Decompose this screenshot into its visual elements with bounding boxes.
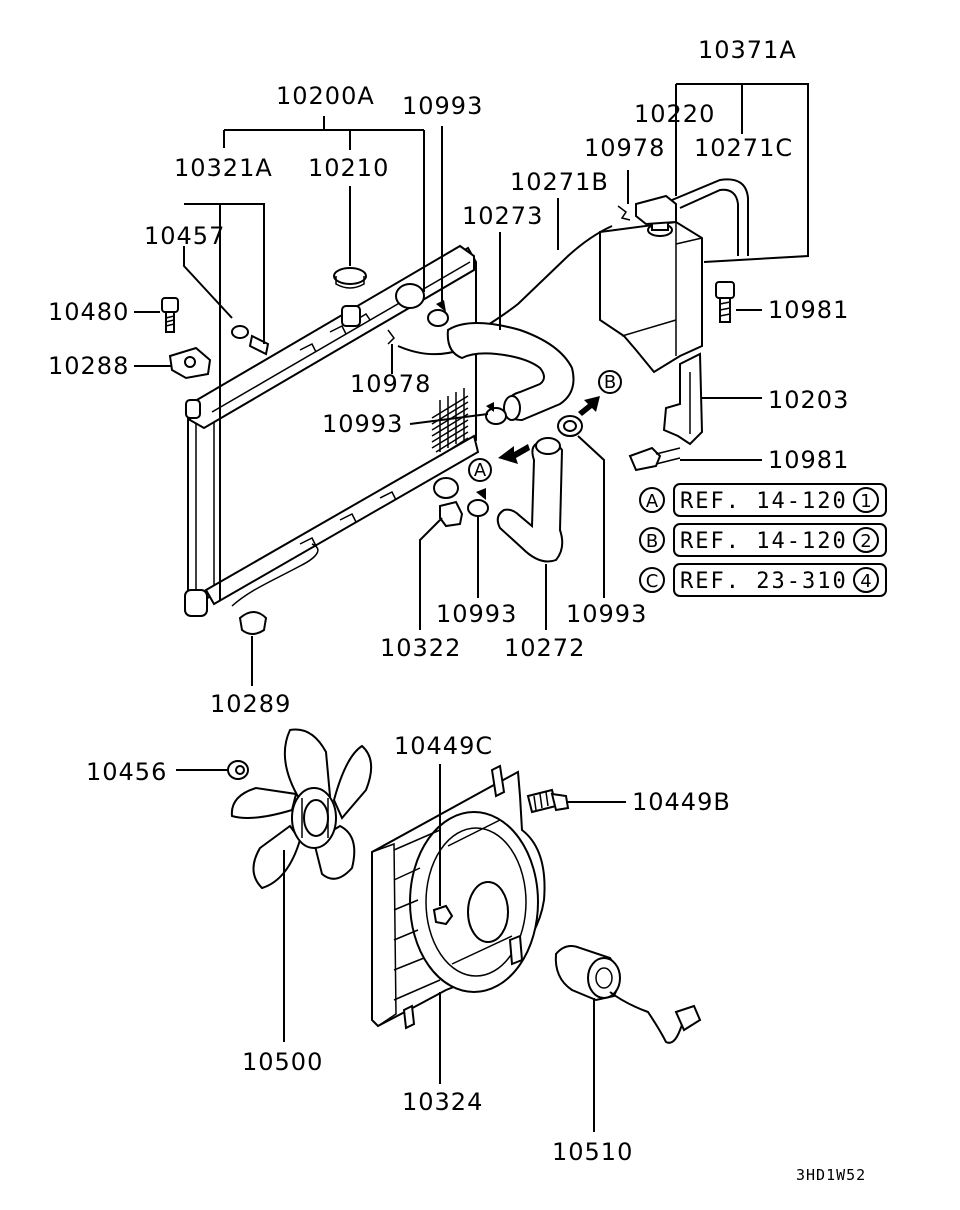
marker-a: A	[474, 460, 487, 481]
label-10480: 10480	[48, 298, 129, 326]
reference-number: 4	[860, 571, 871, 592]
lower-hose-10272	[496, 437, 564, 563]
label-10273: 10273	[462, 202, 543, 230]
reference-number: 1	[860, 491, 871, 512]
label-10371A: 10371A	[698, 36, 797, 64]
clamp-10993-left	[485, 402, 507, 425]
upper-hose-10273	[446, 322, 575, 422]
label-10510: 10510	[552, 1138, 633, 1166]
diagram-code: 3HD1W52	[796, 1166, 866, 1184]
reference-number: 2	[860, 531, 871, 552]
label-10449B: 10449B	[632, 788, 731, 816]
label-10200A: 10200A	[276, 82, 375, 110]
label-10289: 10289	[210, 690, 291, 718]
reference-table: A REF. 14-120 1 B REF. 14-120 2 C REF. 2…	[639, 483, 887, 597]
label-10981-top: 10981	[768, 296, 849, 324]
label-10978-mid: 10978	[350, 370, 431, 398]
fan-10500	[230, 728, 373, 890]
nut-10456	[227, 760, 249, 780]
reference-text: REF. 23-310	[680, 569, 848, 594]
reference-row: B REF. 14-120 2	[639, 523, 887, 557]
label-10500: 10500	[242, 1048, 323, 1076]
radiator	[184, 244, 480, 617]
bolt-10480	[161, 297, 179, 333]
motor-10510	[554, 945, 702, 1044]
marker-b-circle	[598, 370, 622, 394]
plug-10322	[439, 500, 464, 528]
plug-10457	[231, 325, 270, 356]
arrow-a	[498, 444, 530, 464]
reference-marker: C	[646, 571, 659, 592]
label-10321A: 10321A	[174, 154, 273, 182]
reference-text: REF. 14-120	[680, 529, 848, 554]
leader-lines	[134, 83, 809, 1132]
label-10993-lower: 10993	[436, 600, 517, 628]
reference-row: C REF. 23-310 4	[639, 563, 887, 597]
label-10220: 10220	[634, 100, 715, 128]
cushion-10289	[238, 611, 268, 635]
label-10993-top: 10993	[402, 92, 483, 120]
label-10324: 10324	[402, 1088, 483, 1116]
label-10457: 10457	[144, 222, 225, 250]
clamp-10993-lower	[467, 488, 489, 517]
bolt-10981-top	[715, 281, 735, 323]
label-10981-bottom: 10981	[768, 446, 849, 474]
marker-b: B	[604, 372, 616, 393]
label-10288: 10288	[48, 352, 129, 380]
bolt-10981-bottom	[628, 446, 681, 472]
label-10210: 10210	[308, 154, 389, 182]
label-10456: 10456	[86, 758, 167, 786]
label-10993-right: 10993	[566, 600, 647, 628]
label-10271C: 10271C	[694, 134, 793, 162]
reservoir-tank	[599, 178, 749, 374]
reference-row: A REF. 14-120 1	[639, 483, 887, 517]
reference-text: REF. 14-120	[680, 489, 848, 514]
label-10978-top: 10978	[584, 134, 665, 162]
bolt-10449B	[526, 788, 570, 814]
shroud-10324	[371, 764, 546, 1030]
clamp-10993-right	[557, 415, 583, 437]
reference-marker: A	[646, 491, 659, 512]
marker-a-circle	[468, 458, 492, 482]
label-10322: 10322	[380, 634, 461, 662]
arrow-b	[578, 396, 600, 416]
label-10271B: 10271B	[510, 168, 609, 196]
label-10993-left: 10993	[322, 410, 403, 438]
clip-10978-top	[617, 205, 631, 221]
hose-10271B	[469, 225, 613, 337]
bracket-10203	[662, 352, 704, 446]
clamp-10993-top	[427, 300, 449, 327]
bracket-10288	[168, 346, 212, 380]
label-10272: 10272	[504, 634, 585, 662]
label-10449C: 10449C	[394, 732, 493, 760]
reference-marker: B	[646, 531, 658, 552]
label-10203: 10203	[768, 386, 849, 414]
